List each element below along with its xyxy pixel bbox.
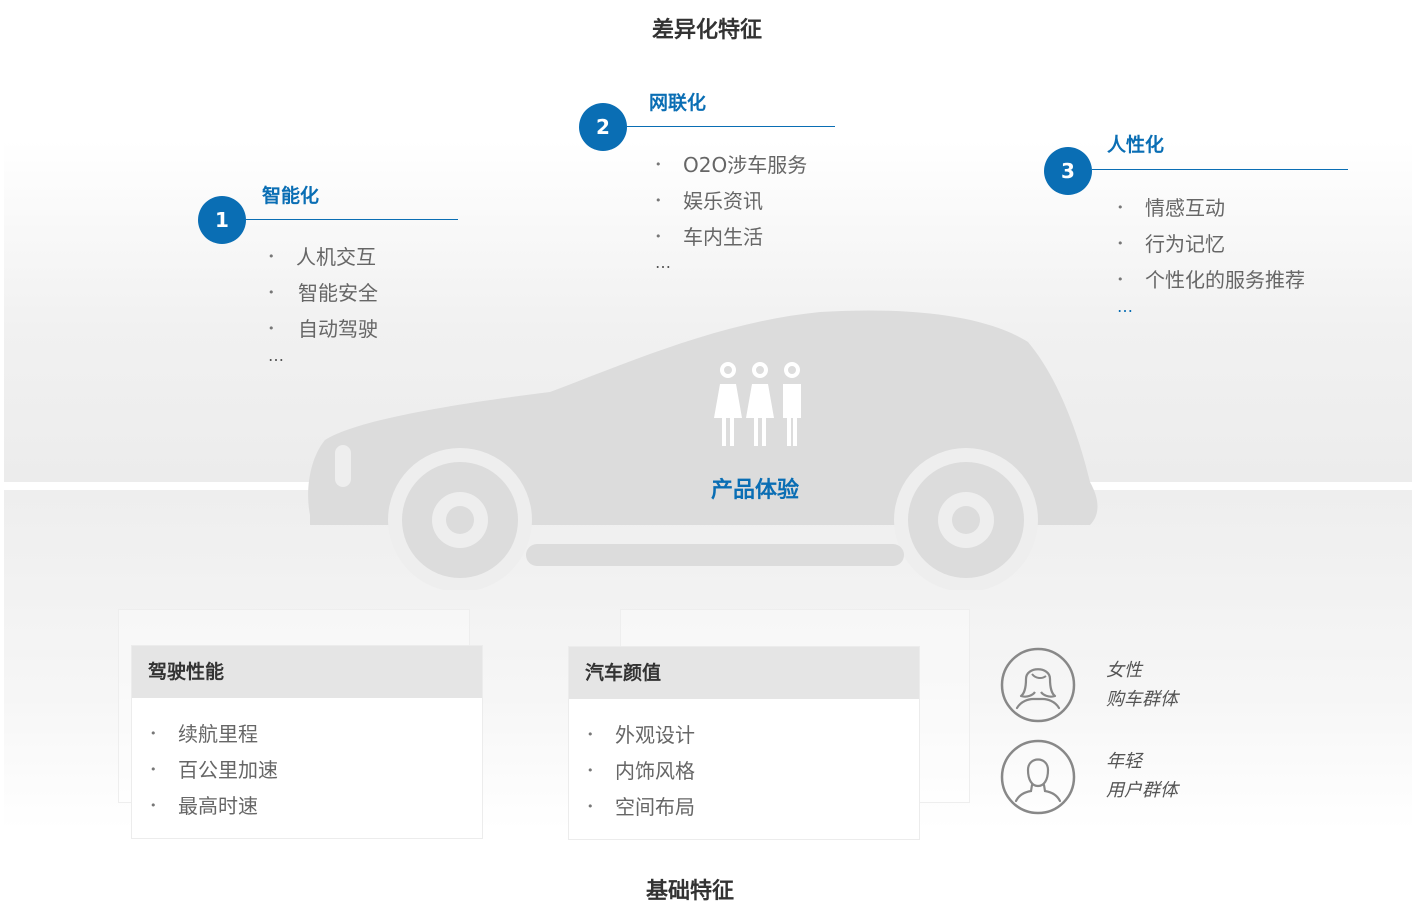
list-item: 个性化的服务推荐 bbox=[1117, 262, 1305, 298]
feature-title: 网联化 bbox=[649, 92, 707, 114]
feature-number-badge: 1 bbox=[198, 196, 246, 244]
feature-divider bbox=[627, 126, 835, 127]
list-item: 自动驾驶 bbox=[268, 311, 378, 347]
product-experience-label: 产品体验 bbox=[710, 478, 799, 503]
box-item-list: 外观设计 内饰风格 空间布局 bbox=[569, 699, 919, 825]
list-item: 情感互动 bbox=[1117, 190, 1305, 226]
box-header: 汽车颜值 bbox=[569, 647, 919, 699]
list-item: 最高时速 bbox=[150, 788, 482, 824]
feature-item-list: 人机交互 智能安全 自动驾驶 bbox=[268, 239, 378, 347]
heading-differentiated: 差异化特征 bbox=[651, 18, 762, 43]
feature-divider bbox=[1092, 169, 1348, 170]
group-line: 年轻 bbox=[1106, 751, 1142, 772]
list-item: 百公里加速 bbox=[150, 752, 482, 788]
group-label: 年轻 用户群体 bbox=[1106, 747, 1178, 805]
list-item: 娱乐资讯 bbox=[655, 183, 807, 219]
list-item: O2O涉车服务 bbox=[655, 147, 807, 183]
group-line: 购车群体 bbox=[1106, 689, 1178, 710]
group-label: 女性 购车群体 bbox=[1106, 656, 1178, 714]
box-item-list: 续航里程 百公里加速 最高时速 bbox=[132, 698, 482, 824]
list-item: 空间布局 bbox=[587, 789, 919, 825]
list-item: 外观设计 bbox=[587, 717, 919, 753]
more-ellipsis: … bbox=[1117, 297, 1133, 316]
people-group-icon bbox=[714, 362, 801, 446]
feature-divider bbox=[246, 219, 458, 220]
list-item: 行为记忆 bbox=[1117, 226, 1305, 262]
list-item: 智能安全 bbox=[268, 275, 378, 311]
heading-basic: 基础特征 bbox=[645, 879, 734, 904]
car-silhouette-icon bbox=[308, 310, 1098, 590]
feature-title: 智能化 bbox=[262, 185, 320, 207]
box-header: 驾驶性能 bbox=[132, 646, 482, 698]
feature-item-list: 情感互动 行为记忆 个性化的服务推荐 bbox=[1117, 190, 1305, 298]
group-line: 用户群体 bbox=[1106, 780, 1178, 801]
male-user-icon bbox=[1000, 739, 1076, 815]
list-item: 车内生活 bbox=[655, 219, 807, 255]
more-ellipsis: … bbox=[268, 346, 284, 365]
feature-title: 人性化 bbox=[1107, 134, 1165, 156]
feature-item-list: O2O涉车服务 娱乐资讯 车内生活 bbox=[655, 147, 807, 255]
list-item: 人机交互 bbox=[268, 239, 378, 275]
group-line: 女性 bbox=[1106, 660, 1142, 681]
female-user-icon bbox=[1000, 647, 1076, 723]
list-item: 续航里程 bbox=[150, 716, 482, 752]
box-car-appearance: 汽车颜值 外观设计 内饰风格 空间布局 bbox=[568, 646, 920, 840]
feature-number-badge: 3 bbox=[1044, 147, 1092, 195]
more-ellipsis: … bbox=[655, 253, 671, 272]
box-driving-performance: 驾驶性能 续航里程 百公里加速 最高时速 bbox=[131, 645, 483, 839]
list-item: 内饰风格 bbox=[587, 753, 919, 789]
feature-number-badge: 2 bbox=[579, 103, 627, 151]
